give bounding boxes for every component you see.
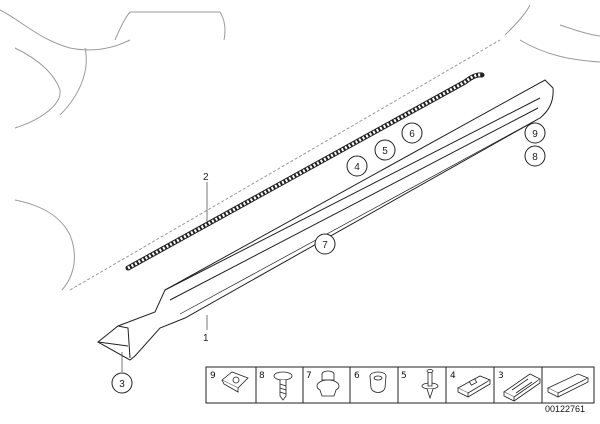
leader-label-1: 1: [203, 333, 209, 344]
screw-icon: [273, 371, 293, 401]
legend-cell-8: 8: [259, 371, 293, 401]
diagram-id: 00122761: [545, 404, 586, 414]
svg-text:6: 6: [354, 371, 360, 381]
clip-cap-icon: [316, 370, 340, 397]
leader-label-2: 2: [203, 172, 209, 183]
legend-cell-strip: [547, 373, 589, 398]
legend-cell-3: 3: [498, 371, 541, 402]
svg-text:5: 5: [401, 371, 407, 381]
retaining-clip-icon: [457, 375, 491, 398]
svg-text:9: 9: [532, 129, 538, 140]
legend-cell-5: 5: [401, 369, 439, 400]
door-seal-strip: [125, 72, 485, 271]
svg-text:9: 9: [210, 371, 216, 381]
side-sill-panel: [97, 79, 554, 361]
callout-7: 7: [314, 233, 336, 255]
callout-4: 4: [346, 155, 368, 177]
legend-cell-7: 7: [306, 370, 340, 397]
svg-text:3: 3: [498, 371, 504, 381]
push-rivet-icon: [421, 369, 439, 400]
svg-text:3: 3: [119, 379, 125, 390]
svg-text:4: 4: [354, 162, 360, 173]
svg-text:6: 6: [409, 129, 415, 140]
svg-text:8: 8: [532, 152, 538, 163]
svg-text:7: 7: [322, 240, 328, 251]
svg-text:4: 4: [450, 371, 456, 381]
callout-8: 8: [524, 145, 546, 167]
parts-legend: 9 8 7: [205, 366, 595, 404]
car-body-outline: [0, 4, 600, 291]
legend-cell-9: 9: [210, 371, 249, 393]
callout-3: 3: [111, 352, 133, 394]
callout-6: 6: [401, 122, 423, 144]
callout-9: 9: [524, 122, 546, 144]
speed-nut-icon: [221, 371, 249, 393]
trim-strip-icon: [547, 373, 589, 398]
legend-cell-4: 4: [450, 371, 491, 398]
legend-cell-6: 6: [354, 371, 387, 393]
svg-text:7: 7: [306, 371, 312, 381]
svg-text:5: 5: [382, 146, 388, 157]
mounting-bracket-icon: [503, 373, 541, 402]
callout-5: 5: [374, 139, 396, 161]
svg-text:8: 8: [259, 371, 265, 381]
grommet-icon: [369, 371, 387, 393]
